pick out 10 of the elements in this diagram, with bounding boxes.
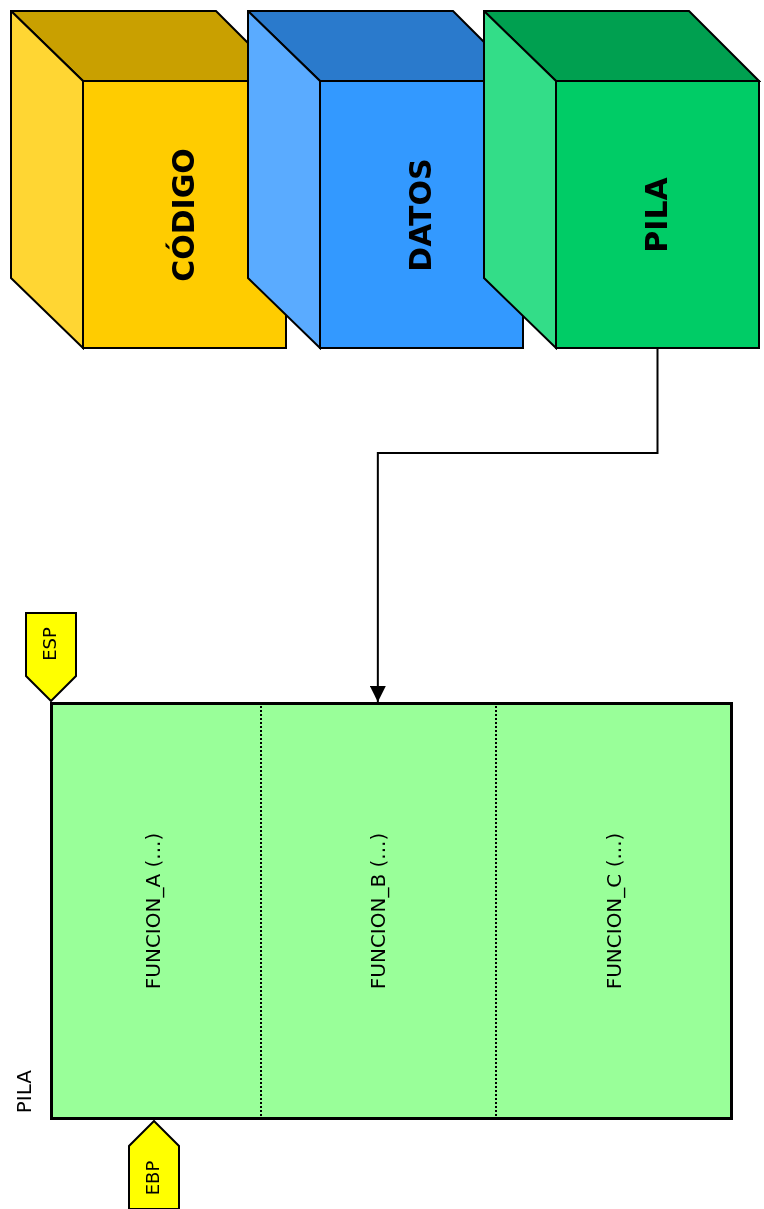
function-label: FUNCION_B (...) bbox=[365, 832, 390, 990]
block-label: PILA bbox=[639, 177, 674, 253]
function-label: FUNCION_C (...) bbox=[602, 832, 626, 990]
block-label: DATOS bbox=[403, 158, 438, 272]
block-label: CÓDIGO bbox=[166, 148, 201, 282]
arrow bbox=[369, 347, 659, 703]
register-label: ESP bbox=[39, 627, 60, 661]
function-label: FUNCION_A (...) bbox=[141, 832, 165, 990]
register-label: EBP bbox=[142, 1160, 163, 1196]
stack-heading: PILA bbox=[12, 1070, 36, 1114]
